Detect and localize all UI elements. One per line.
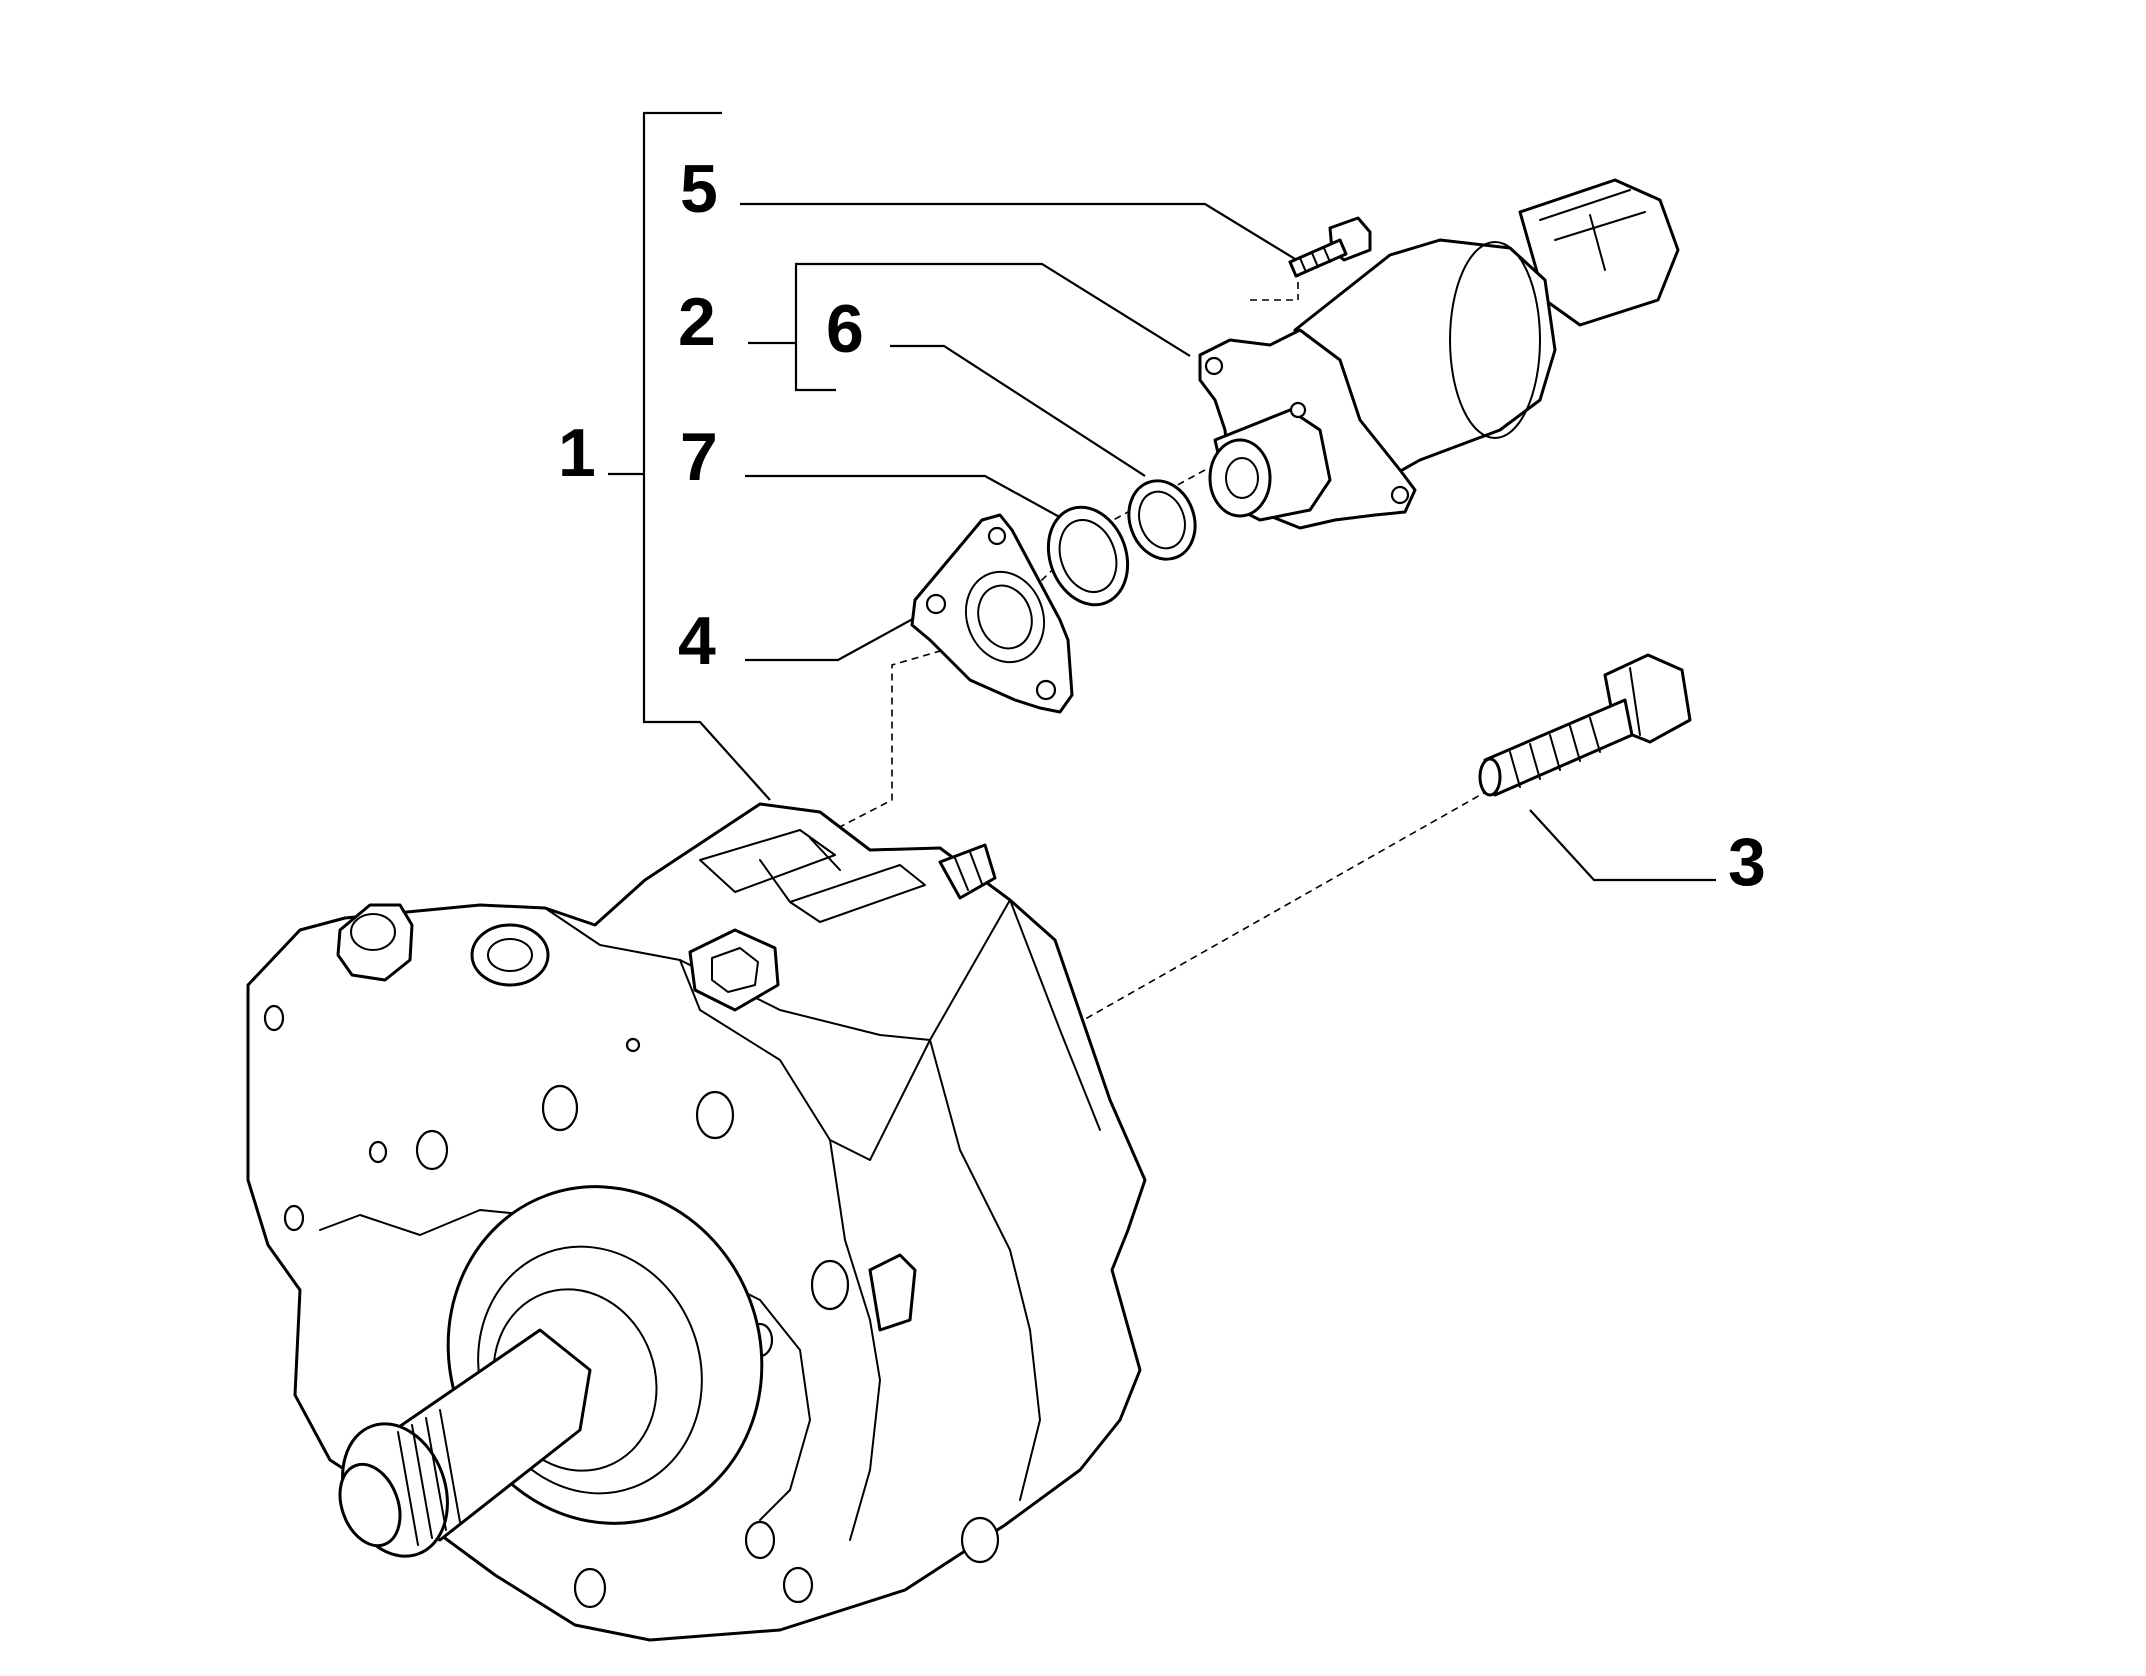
callout-1: 1 bbox=[558, 415, 596, 491]
callout-3: 3 bbox=[1728, 824, 1766, 900]
bolt-small-icon bbox=[1288, 216, 1372, 278]
bolt-large-icon bbox=[1478, 653, 1692, 797]
pressure-regulator-valve-icon bbox=[1198, 178, 1680, 530]
callout-2: 2 bbox=[678, 284, 716, 360]
o-ring-small-icon bbox=[1127, 479, 1197, 561]
callout-4: 4 bbox=[678, 603, 716, 679]
leader-lines bbox=[608, 111, 1716, 1023]
seal-ring-icon bbox=[1046, 505, 1130, 607]
gasket-flange-icon bbox=[910, 513, 1074, 714]
callout-5: 5 bbox=[680, 151, 718, 227]
callout-labels: 1 2 3 4 5 6 7 bbox=[558, 151, 1766, 900]
callout-7: 7 bbox=[680, 419, 718, 495]
high-pressure-pump-icon bbox=[246, 802, 1147, 1642]
callout-6: 6 bbox=[826, 291, 864, 367]
